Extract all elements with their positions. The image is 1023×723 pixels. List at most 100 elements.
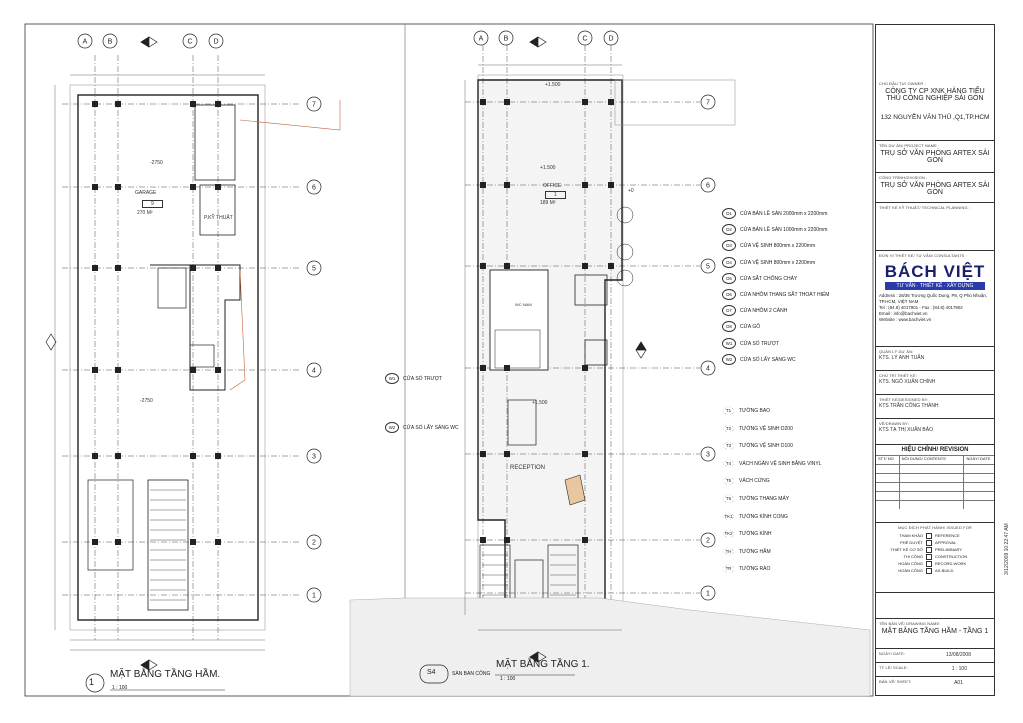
garage-area: 270 M² [137,210,153,216]
door-legend-item-code: D5 [722,272,736,284]
wall-legend-item-t1: T1 TƯỜNG BAO [722,406,770,415]
left-grid-row-2-bubble [306,534,322,550]
basement-plan [54,55,341,651]
issued-for-cell: MỤC ĐÍCH PHÁT HÀNH/ ISSUED FOR THAM KHẢO… [876,523,994,593]
left-grid-col-A-bubble [77,33,93,49]
wall-legend-item-code: T4 [722,458,735,468]
left-grid-row-1-label: 1 [312,593,316,600]
left-grid-row-4-bubble [306,362,322,378]
left-plan-marker: 1 [89,677,95,687]
left-grid-col-C-bubble [182,33,198,49]
left-plan-scale: 1 : 100 [112,685,128,691]
wall-legend-item-code: T1 [722,406,735,415]
designer-cell: THIẾT KẾ/DESIGNED BY: KTS TRẦN CÔNG THÀN… [876,395,994,419]
right-grid-row-2-label: 2 [706,538,710,545]
issued-for-en: PRELIMINARY [935,547,963,552]
right-grid-col-A-label: A [479,36,484,43]
garage-label: GARAGE [135,190,157,196]
wall-legend-item-code: TR [722,564,735,574]
left-grid-col-D-bubble [208,33,224,49]
issued-for-title: MỤC ĐÍCH PHÁT HÀNH/ ISSUED FOR [898,525,972,530]
right-grid-row-6-label: 6 [706,183,710,190]
revision-title: HIỆU CHỈNH/ REVISION [901,447,969,453]
issued-for-vn: HOÀN CÔNG [898,568,923,573]
right-grid-row-6-bubble [700,177,716,193]
division-name: TRỤ SỞ VĂN PHÒNG ARTEX SÀI GÒN [880,182,990,196]
print-timestamp: 3/12/2009 10:22:47 AM [1004,523,1010,575]
wall-legend-item-label: TƯỜNG KÍNH CONG [739,513,788,520]
left-grid-row-6-bubble [306,179,322,195]
wall-legend-item-code: TH [722,546,735,556]
door-legend-item-label: CỬA NHÔM THANG SẮT THOÁT HIỂM [740,291,830,298]
garage-number: 9 [142,200,163,208]
project-cell: TÊN DỰ ÁN/ PROJECT NAME : TRỤ SỞ VĂN PHÒ… [876,141,994,173]
issued-for-en: CONSTRUCTION [935,554,968,559]
right-plan-marker: S4 [427,669,436,676]
left-grid-row-2-label: 2 [312,540,316,547]
door-legend-item-code: D8 [722,321,736,333]
left-grid-row-3-bubble [306,448,322,464]
drawing-date: 13/08/2008 [945,652,971,658]
door-legend-item-label: CỬA SẮT CHỐNG CHÁY [740,275,798,282]
owner-address: 132 NGUYỄN VĂN THỦ ,Q1,TP.HCM [880,114,990,121]
door-legend-item-label: CỬA SỔ LẤY SÁNG WC [740,356,796,363]
left-grid-col-B-bubble [102,33,118,49]
consultant-email: Email : info@bachviet.vn [879,311,928,316]
door-legend-item-code: D4 [722,256,736,268]
door-legend-item-code: D3 [722,240,736,252]
date-cell: NGÀY/ DATE: 13/08/2008 [876,649,994,663]
left-grid-row-5-bubble [306,260,322,276]
issued-for-checkbox [926,532,932,539]
office-number: 1 [545,191,566,199]
issued-for-vn: THAM KHẢO [899,533,923,538]
right-grid-row-1-bubble [700,585,716,601]
issued-for-en: APPROVAL [935,540,957,545]
left-grid-row-7-bubble [306,96,322,112]
right-grid-row-4-bubble [700,360,716,376]
wall-legend-item-label: TƯỜNG BAO [739,407,771,414]
left-grid-col-B-label: B [108,39,113,46]
issued-for-row: THI CÔNG CONSTRUCTION [879,553,991,560]
wall-legend-item-code: TK2 [722,529,735,539]
drawing-name: MẶT BẰNG TẦNG HẦM - TẦNG 1 [881,628,989,635]
office-label: OFFICE [543,183,562,189]
door-legend-item-code: D2 [722,224,736,236]
right-grid-col-C-label: C [582,36,587,43]
issued-for-en: AS-BUILD [935,568,954,573]
left-grid-row-1-bubble [306,587,322,603]
wall-legend-item-code: T3 [722,441,735,451]
left-grid-col-C-label: C [187,39,192,46]
reception-label: RECEPTION [510,465,546,471]
ground-floor-plan [349,45,871,697]
door-legend-item-d5: D5 CỬA SẮT CHỐNG CHÁY [722,272,798,284]
issued-for-vn: THI CÔNG [903,554,923,559]
planning-cell: THIẾT KẾ KỸ THUẬT/ TECHNICAL PLANNING : [876,203,994,251]
right-plan-marker-box [419,664,449,684]
issued-for-en: REFERENCE [935,533,960,538]
issued-for-checkbox [926,560,932,567]
door-legend-item-code: D1 [722,208,736,219]
basement-level-2: -2750 [140,398,153,404]
wall-legend-item-code: T2 [722,423,735,433]
door-legend-item-code: D7 [722,305,736,317]
consultant-website: Website : www.bachviet.vn [879,317,932,322]
wall-legend-item-label: TƯỜNG VỆ SINH D200 [739,425,793,432]
right-plan-title: MẶT BẰNG TẦNG 1. [496,659,590,670]
sheet-number: A01 [954,680,963,686]
logo-tagline: TƯ VẤN · THIẾT KẾ · XÂY DỰNG [885,282,985,290]
drawer-name: KTS TẠ THỊ XUÂN BẢO [879,427,933,433]
